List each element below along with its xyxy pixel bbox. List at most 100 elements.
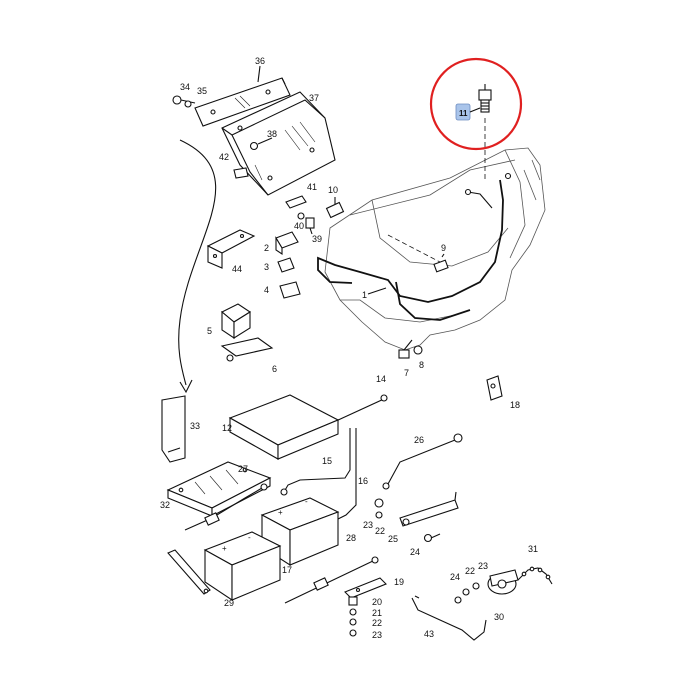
part-label-5: 5	[207, 326, 212, 336]
part-39-switch[interactable]	[305, 217, 315, 235]
part-label-2: 2	[264, 243, 269, 253]
part-label-33: 33	[190, 421, 200, 431]
part-label-41: 41	[307, 182, 317, 192]
battery-lower-pos: +	[222, 544, 227, 553]
part-21-washer[interactable]	[349, 608, 357, 616]
part-label-27: 27	[238, 464, 248, 474]
part-label-38: 38	[267, 129, 277, 139]
part-label-24a: 24	[410, 547, 420, 557]
part-22-washer-c[interactable]	[462, 588, 470, 596]
part-label-42: 42	[219, 152, 229, 162]
part-8-washer[interactable]	[413, 345, 423, 355]
part-15-cable[interactable]	[280, 428, 351, 496]
part-7-bolt[interactable]	[398, 339, 413, 359]
part-label-37: 37	[309, 93, 319, 103]
part-label-22c: 22	[465, 566, 475, 576]
part-3-relay[interactable]	[277, 257, 295, 273]
part-14-rod[interactable]	[335, 394, 388, 422]
part-5-flasher[interactable]	[221, 303, 252, 340]
part-label-30: 30	[494, 612, 504, 622]
part-label-34: 34	[180, 82, 190, 92]
part-40-washer[interactable]	[297, 212, 305, 220]
part-2-bracket[interactable]	[275, 231, 299, 256]
part-label-18: 18	[510, 400, 520, 410]
part-4-relay[interactable]	[279, 281, 301, 299]
battery-lower-neg: -	[248, 533, 251, 542]
part-23-nut[interactable]	[374, 498, 384, 508]
part-32-battery-tray[interactable]	[166, 461, 272, 517]
part-18-bracket[interactable]	[486, 375, 503, 401]
part-28-rod[interactable]	[284, 556, 379, 604]
part-10-switch[interactable]	[325, 197, 345, 219]
battery-upper-neg: -	[305, 497, 308, 506]
battery-lower[interactable]: + -	[203, 531, 282, 602]
part-label-21: 21	[372, 608, 382, 618]
part-24-bolt[interactable]	[423, 533, 441, 543]
highlight-circle	[429, 57, 523, 151]
part-label-11: 11	[459, 109, 468, 118]
wiring-harness	[317, 172, 512, 321]
part-label-23b: 23	[372, 630, 382, 640]
part-38-bolt[interactable]	[249, 137, 273, 151]
part-42-clip[interactable]	[233, 167, 249, 179]
part-9-sender[interactable]	[433, 253, 449, 273]
part-label-32: 32	[160, 500, 170, 510]
part-37-cover[interactable]	[221, 91, 336, 196]
part-33-hold-down-bracket[interactable]	[161, 395, 186, 463]
part-34-screw[interactable]	[172, 95, 196, 105]
part-19-bracket[interactable]	[344, 577, 387, 599]
part-label-8: 8	[419, 360, 424, 370]
part-label-31: 31	[528, 544, 538, 554]
part-23-nut-c[interactable]	[472, 582, 480, 590]
part-label-40: 40	[294, 221, 304, 231]
part-label-16: 16	[358, 476, 368, 486]
part-label-3: 3	[264, 262, 269, 272]
part-label-24b: 24	[450, 572, 460, 582]
part-label-12: 12	[222, 423, 232, 433]
part-label-44: 44	[232, 264, 242, 274]
part-22-washer[interactable]	[375, 511, 383, 519]
part-label-1: 1	[362, 290, 367, 300]
part-24-screw-b[interactable]	[454, 596, 462, 604]
part-label-6: 6	[272, 364, 277, 374]
part-label-28: 28	[346, 533, 356, 543]
part-35-washer[interactable]	[184, 100, 192, 108]
part-31-chain[interactable]	[517, 566, 553, 585]
part-label-43: 43	[424, 629, 434, 639]
part-44-bracket[interactable]	[206, 229, 256, 269]
assembly-arrow	[178, 139, 217, 386]
part-23-nut-b[interactable]	[349, 629, 357, 637]
part-label-39: 39	[312, 234, 322, 244]
part-41-lamp[interactable]	[285, 195, 307, 209]
part-27-cable[interactable]	[184, 483, 268, 531]
battery-upper-pos: +	[278, 508, 283, 517]
part-label-22b: 22	[372, 618, 382, 628]
part-6-plate[interactable]	[220, 337, 274, 362]
part-label-25: 25	[388, 534, 398, 544]
part-25-strap[interactable]	[399, 491, 459, 527]
part-20-bolt[interactable]	[348, 596, 358, 606]
part-16-cable[interactable]	[330, 428, 357, 524]
part-43-wire[interactable]	[411, 595, 487, 641]
part-label-4: 4	[264, 285, 269, 295]
part-22-lockwasher[interactable]	[349, 618, 357, 626]
part-label-20: 20	[372, 597, 382, 607]
part-36-plate[interactable]	[194, 77, 291, 127]
part-12-battery-cover[interactable]	[228, 394, 340, 460]
part-label-23c: 23	[478, 561, 488, 571]
part-label-23a: 23	[363, 520, 373, 530]
battery-upper[interactable]: + -	[260, 497, 340, 567]
part-11-pressure-sender[interactable]	[478, 84, 492, 180]
part-label-22a: 22	[375, 526, 385, 536]
part-26-cable[interactable]	[382, 433, 463, 490]
part-label-36: 36	[255, 56, 265, 66]
part-label-29: 29	[224, 598, 234, 608]
part-label-9: 9	[441, 243, 446, 253]
part-29-strap[interactable]	[167, 549, 211, 595]
part-label-7: 7	[404, 368, 409, 378]
part-30-switch[interactable]	[487, 569, 519, 595]
part-label-10: 10	[328, 185, 338, 195]
part-label-35: 35	[197, 86, 207, 96]
engine-block	[324, 147, 546, 351]
